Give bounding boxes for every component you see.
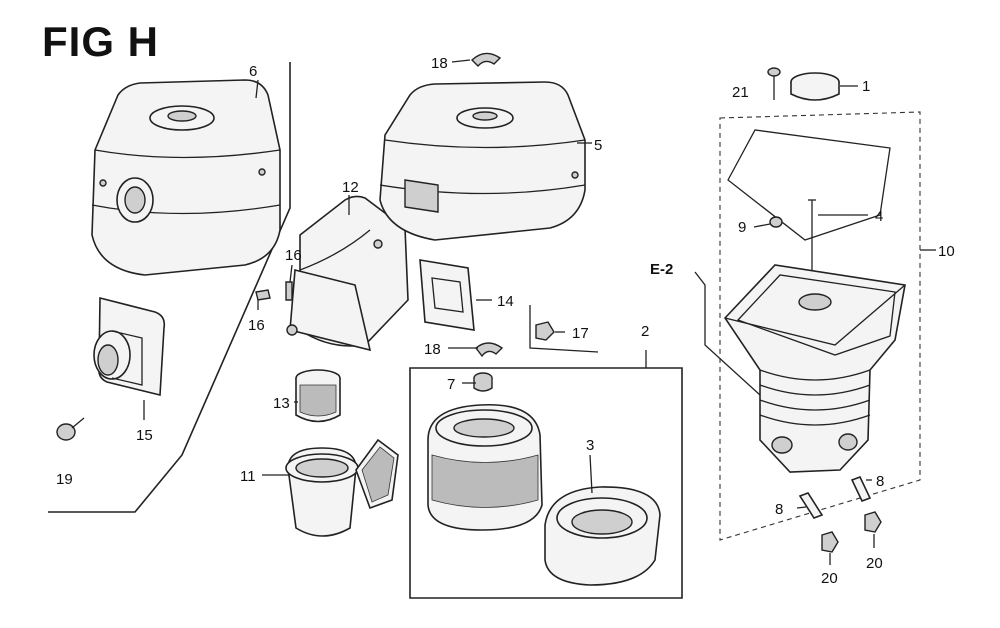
callout-17: 17	[572, 325, 589, 342]
left-group-frame	[48, 62, 291, 513]
callout-9: 9	[738, 219, 746, 236]
bolt-19	[56, 417, 85, 441]
screw-16-a	[255, 289, 271, 301]
grommet-7	[473, 372, 493, 392]
callout-13: 13	[273, 395, 290, 412]
reference-e2: E-2	[650, 261, 673, 278]
callout-16-top: 16	[285, 247, 302, 264]
callout-15: 15	[136, 427, 153, 444]
air-cleaner-cover-left	[91, 79, 281, 276]
callout-8-left: 8	[775, 501, 783, 518]
callout-8-right: 8	[876, 473, 884, 490]
callout-18-top: 18	[431, 55, 448, 72]
nut-17-leader-frame	[529, 305, 599, 353]
callout-20-left: 20	[821, 570, 838, 587]
callout-5: 5	[594, 137, 602, 154]
oil-bath-cup	[285, 438, 399, 537]
screen-filter	[295, 369, 341, 423]
air-cleaner-cover-center	[379, 81, 586, 241]
clip-18-lower	[475, 342, 504, 358]
intake-duct	[286, 195, 409, 352]
callout-11: 11	[240, 468, 256, 485]
seal-9	[769, 216, 783, 228]
nut-20-right	[864, 511, 882, 533]
air-cleaner-case	[723, 264, 906, 473]
callout-2: 2	[641, 323, 649, 340]
clip-18-top	[470, 52, 502, 68]
callout-12: 12	[342, 179, 359, 196]
leader-lines	[143, 59, 936, 565]
pin-8-left	[798, 492, 824, 519]
callout-18-lower: 18	[424, 341, 441, 358]
clamp-ring	[790, 72, 840, 101]
paper-filter-element	[427, 403, 543, 531]
callout-6: 6	[249, 63, 257, 80]
callout-14: 14	[497, 293, 514, 310]
screw-16-b	[285, 281, 293, 301]
callout-21: 21	[732, 84, 749, 101]
gasket-plate	[419, 259, 475, 331]
figure-title: FIG H	[42, 18, 159, 65]
callout-10: 10	[938, 243, 955, 260]
elbow-adapter	[93, 296, 166, 397]
callout-19: 19	[56, 471, 73, 488]
pin-8-right	[850, 475, 872, 503]
callout-16-lower: 16	[248, 317, 265, 334]
callout-7: 7	[447, 376, 455, 393]
case-group-frame	[719, 111, 921, 541]
callout-4: 4	[875, 208, 883, 225]
nut-20-left	[821, 531, 839, 553]
element-group-frame	[409, 367, 683, 599]
callout-20-right: 20	[866, 555, 883, 572]
bolt-21	[767, 67, 781, 100]
foam-element	[544, 486, 661, 586]
case-gasket	[727, 129, 891, 241]
nut-17	[535, 321, 555, 341]
callout-3: 3	[586, 437, 594, 454]
callout-1: 1	[862, 78, 870, 95]
